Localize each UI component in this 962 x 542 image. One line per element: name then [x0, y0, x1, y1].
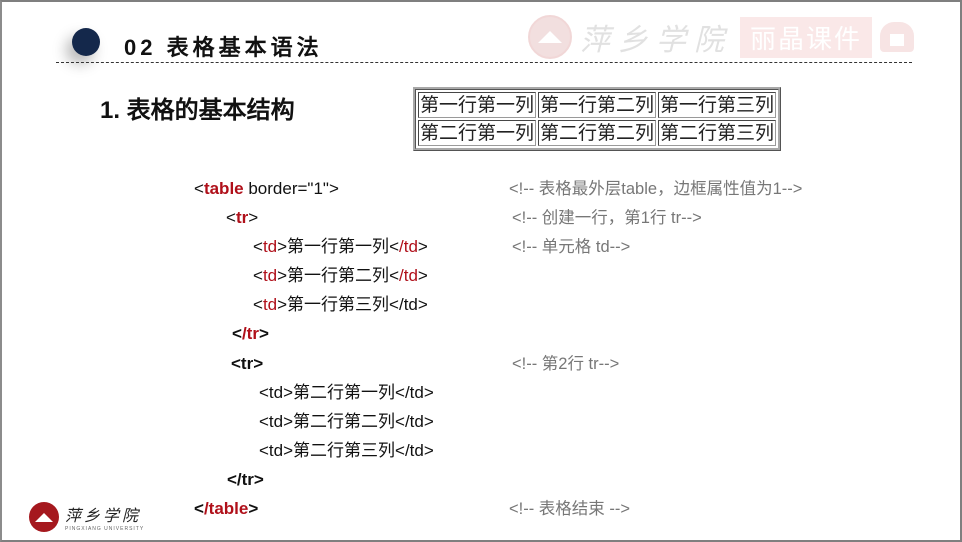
code-token: <: [253, 295, 263, 314]
code-token: border="1">: [243, 179, 339, 198]
table-row: 第二行第一列 第二行第二列 第二行第三列: [418, 120, 777, 146]
code-comment: <!-- 表格最外层table，边框属性值为1-->: [509, 180, 803, 198]
watermark-badge: 丽晶课件: [740, 16, 873, 58]
university-seal-icon: [29, 502, 59, 532]
code-tag: /table: [203, 499, 249, 518]
code-comment: <!-- 表格结束 -->: [509, 500, 631, 518]
code-line-tr-open: <tr>: [226, 208, 258, 228]
header-bullet-dot: [72, 28, 100, 56]
code-line-td: <td>第二行第一列</td>: [259, 383, 434, 402]
code-line-td: <td>第二行第二列</td>: [259, 412, 434, 431]
code-line-tr-close: </tr>: [227, 470, 264, 489]
code-comment: <!-- 创建一行，第1行 tr-->: [512, 209, 702, 227]
code-tag: /tr: [241, 324, 259, 343]
code-line-td: <td>第一行第一列</td>: [253, 237, 428, 257]
code-token: <: [194, 499, 204, 518]
code-line-td: <td>第一行第二列</td>: [253, 266, 428, 286]
code-token: <: [226, 208, 236, 227]
code-line-table-open: <table border="1">: [194, 179, 339, 199]
header-title: 02 表格基本语法: [124, 35, 323, 60]
code-tag: td: [262, 237, 278, 256]
table-cell: 第一行第二列: [538, 92, 657, 118]
table-cell: 第二行第一列: [418, 120, 537, 146]
code-token: >: [417, 266, 428, 285]
table-cell: 第一行第一列: [418, 92, 537, 118]
footer-school-name: 萍乡学院: [65, 506, 142, 525]
code-token: <: [194, 179, 204, 198]
code-token: >: [258, 324, 269, 343]
code-tag: /td: [399, 237, 418, 256]
code-tag: /td: [399, 266, 418, 285]
watermark-school-name: 萍乡学院: [580, 23, 732, 58]
header-dashed-divider: [56, 62, 912, 63]
code-comment: <!-- 单元格 td-->: [512, 238, 631, 256]
code-tag: tr: [235, 208, 249, 227]
code-token: <: [232, 324, 242, 343]
footer-school-name-en: PINGXIANG UNIVERSITY: [65, 526, 145, 532]
footer-logo: 萍乡学院 PINGXIANG UNIVERSITY: [29, 502, 144, 532]
code-token: >: [417, 237, 428, 256]
code-token: <: [253, 266, 263, 285]
code-line-table-close: </table>: [194, 499, 258, 519]
code-tag: td: [262, 295, 278, 314]
code-line-td: <td>第一行第三列</td>: [253, 295, 428, 315]
code-token: >第一行第三列</td>: [277, 295, 428, 314]
watermark: 萍乡学院 丽晶课件: [528, 14, 915, 60]
table-row: 第一行第一列 第一行第二列 第一行第三列: [418, 92, 777, 118]
code-token: <: [253, 237, 263, 256]
code-token: >: [248, 499, 259, 518]
house-cloud-icon: [880, 22, 915, 52]
code-line-td: <td>第二行第三列</td>: [259, 441, 434, 460]
code-token: <: [389, 237, 399, 256]
code-token: <: [389, 266, 399, 285]
code-token: >第一行第二列: [277, 266, 390, 285]
code-line-tr-close: </tr>: [232, 324, 269, 344]
demo-table: 第一行第一列 第一行第二列 第一行第三列 第二行第一列 第二行第二列 第二行第三…: [413, 87, 782, 151]
table-cell: 第一行第三列: [658, 92, 777, 118]
university-seal-icon: [528, 15, 572, 59]
table-cell: 第二行第三列: [658, 120, 777, 146]
code-tag: table: [203, 179, 244, 198]
table-cell: 第二行第二列: [538, 120, 657, 146]
code-token: >: [248, 208, 259, 227]
code-comment: <!-- 第2行 tr-->: [512, 355, 620, 373]
code-line-tr-open: <tr>: [231, 354, 264, 373]
code-token: >第一行第一列: [277, 237, 390, 256]
section-title: 1. 表格的基本结构: [100, 97, 295, 124]
code-tag: td: [262, 266, 278, 285]
